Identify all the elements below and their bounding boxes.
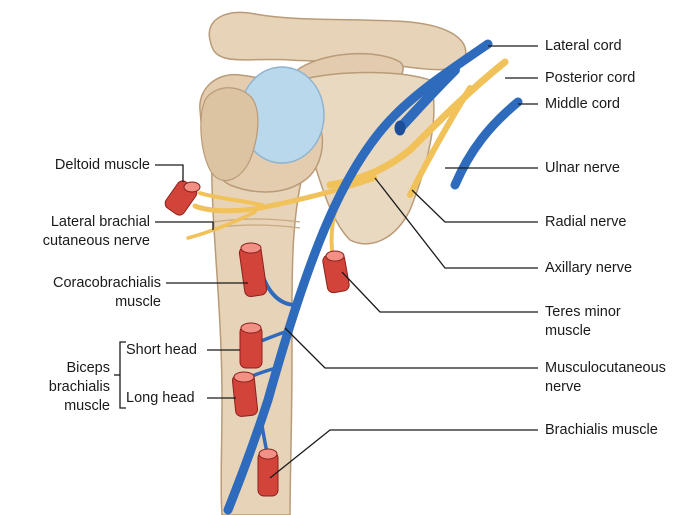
leader-radial [411, 189, 538, 223]
posterior-cord-branch [407, 85, 473, 198]
leader-axillary [374, 177, 538, 269]
blue-nerves [223, 39, 523, 515]
coraco-cap [240, 242, 262, 254]
leader-musculo [284, 327, 538, 369]
label-biceps-1: Biceps [66, 360, 110, 376]
label-deltoid-muscle: Deltoid muscle [54, 157, 150, 173]
brachialis-cap [258, 448, 278, 460]
label-teres-minor-2: muscle [545, 323, 591, 339]
deltoid-cap [183, 181, 201, 193]
muscles [164, 180, 350, 497]
label-long-head: Long head [126, 390, 195, 406]
cord-cut-end [394, 120, 406, 136]
label-musculocutaneous-1: Musculocutaneous [545, 360, 666, 376]
teres-cap [325, 250, 345, 262]
label-lateral-brachial-1: Lateral brachial [50, 214, 150, 230]
greater-tubercle [200, 87, 259, 182]
label-biceps-3: muscle [64, 398, 110, 414]
leader-brachialis [269, 429, 538, 479]
leader-deltoid [155, 164, 184, 182]
surgical-neck-line [213, 218, 301, 223]
lateral-cord [223, 39, 493, 515]
label-short-head: Short head [126, 342, 197, 358]
leader-lateral-brachial [155, 221, 214, 230]
lateral-brachial-branch [186, 210, 257, 240]
label-coracobrachialis-2: muscle [115, 294, 161, 310]
label-musculocutaneous-2: nerve [545, 379, 582, 395]
middle-cord [450, 97, 523, 190]
deltoid-branch [198, 191, 264, 207]
long-head-cap [233, 371, 255, 383]
label-radial-nerve: Radial nerve [545, 214, 627, 230]
label-lateral-cord: Lateral cord [545, 38, 622, 54]
posterior-cord [326, 58, 509, 189]
label-coracobrachialis-1: Coracobrachialis [53, 275, 161, 291]
label-lateral-brachial-2: cutaneous nerve [42, 233, 150, 249]
label-biceps-2: brachialis [48, 379, 110, 395]
label-brachialis-muscle: Brachialis muscle [545, 422, 658, 438]
label-posterior-cord: Posterior cord [545, 70, 636, 86]
label-middle-cord: Middle cord [545, 96, 620, 112]
label-axillary-nerve: Axillary nerve [545, 260, 633, 276]
short-head-cap [240, 322, 262, 334]
leader-lines [114, 45, 538, 479]
label-teres-minor-1: Teres minor [545, 304, 621, 320]
label-ulnar-nerve: Ulnar nerve [545, 160, 620, 176]
leader-teres [341, 271, 538, 313]
